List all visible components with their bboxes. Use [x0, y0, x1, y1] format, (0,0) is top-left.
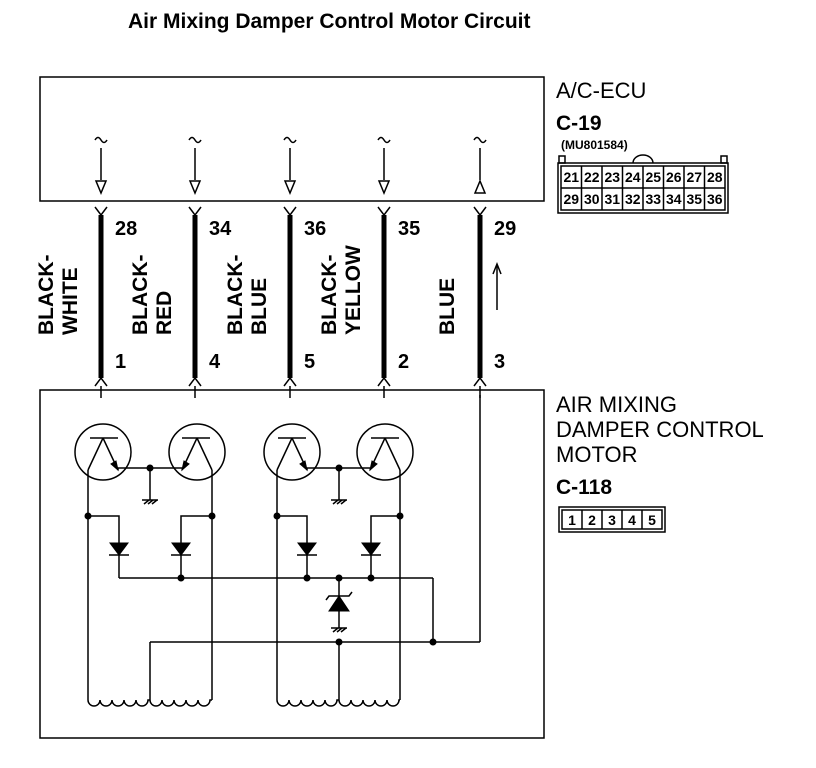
ecu-pin-number: 28: [115, 218, 137, 240]
motor-terminal: [188, 376, 202, 387]
motor-pin-number: 3: [494, 351, 505, 373]
current-direction-arrow: [492, 261, 502, 310]
motor-box: [39, 389, 545, 739]
wire-color-label: WHITE: [59, 267, 82, 335]
wire-4: 35 2 BLACK-YELLOW: [318, 136, 420, 398]
wire-color-label: BLACK-: [35, 255, 58, 335]
connector-pin-cell: 27: [686, 169, 702, 185]
ecu-terminal: [377, 206, 391, 217]
ground-icon: [142, 499, 158, 505]
motor-terminal: [94, 376, 108, 387]
diagram-title: Air Mixing Damper Control Motor Circuit: [128, 10, 531, 33]
transistor-symbol: [356, 423, 414, 481]
coil-winding: [276, 699, 339, 707]
tilde-mark: [473, 136, 487, 144]
connector-pin-cell: 34: [666, 191, 682, 207]
connector-pin-cell: 4: [628, 512, 636, 528]
output-arrow: [283, 180, 297, 195]
connector-pin-cell: 23: [604, 169, 620, 185]
connector-pin-cell: 35: [686, 191, 702, 207]
wire-color-label: YELLOW: [342, 245, 365, 335]
tilde-mark: [377, 136, 391, 144]
ecu-terminal: [94, 206, 108, 217]
connector-pin-cell: 1: [568, 512, 576, 528]
motor-pin-number: 4: [209, 351, 221, 373]
wire-color-label: BLACK-: [224, 255, 247, 335]
diode-symbol: [109, 542, 129, 556]
connector-pin-cell: 33: [645, 191, 661, 207]
ecu-terminal: [283, 206, 297, 217]
motor-name-line: AIR MIXING: [556, 392, 677, 417]
connector-pin-cell: 30: [584, 191, 600, 207]
connector-pin-cell: 24: [625, 169, 641, 185]
tilde-mark: [188, 136, 202, 144]
wire-1: 28 1 BLACK-WHITE: [35, 136, 137, 398]
ecu-pin-number: 34: [209, 218, 232, 240]
wire-harness: 281BLACK-WHITE344BLACK-RED365BLACK-BLUE3…: [35, 136, 516, 398]
connector-pin-cell: 2: [588, 512, 596, 528]
wire-2: 34 4 BLACK-RED: [129, 136, 232, 398]
motor-internal-circuit: [74, 395, 481, 707]
coil-winding: [338, 699, 400, 707]
motor-name-line: MOTOR: [556, 442, 637, 467]
wire-color-label: RED: [153, 291, 176, 335]
ground-icon: [331, 627, 347, 633]
zener-diode-symbol: [325, 591, 353, 612]
motor-terminal: [377, 376, 391, 387]
output-arrow: [188, 180, 202, 195]
input-arrow: [473, 179, 487, 194]
diode-symbol: [297, 542, 317, 556]
wire-5: 29 3 BLUE: [436, 136, 516, 398]
motor-terminal: [283, 376, 297, 387]
ecu-name: A/C-ECU: [556, 78, 646, 103]
tilde-mark: [283, 136, 297, 144]
motor-name-line: DAMPER CONTROL: [556, 417, 764, 442]
output-arrow: [377, 180, 391, 195]
transistor-symbol: [74, 423, 132, 481]
ecu-box: [39, 76, 545, 202]
connector-pin-cell: 3: [608, 512, 616, 528]
coil-winding: [87, 699, 150, 707]
motor-pin-number: 5: [304, 351, 315, 373]
coil-winding: [149, 699, 212, 707]
ground-icon: [331, 499, 347, 505]
connector-pin-cell: 28: [707, 169, 723, 185]
connector-pin-cell: 25: [645, 169, 661, 185]
ecu-terminal: [188, 206, 202, 217]
wire-3: 36 5 BLACK-BLUE: [224, 136, 326, 398]
ecu-connector-id: C-19: [556, 112, 602, 135]
ecu-pin-number: 36: [304, 218, 326, 240]
transistor-symbol: [168, 423, 226, 481]
wire-color-label: BLUE: [248, 278, 271, 335]
diode-symbol: [361, 542, 381, 556]
motor-connector-id: C-118: [556, 476, 612, 499]
connector-pin-cell: 31: [604, 191, 620, 207]
ecu-pin-number: 29: [494, 218, 516, 240]
connector-pin-cell: 32: [625, 191, 641, 207]
ecu-pin-number: 35: [398, 218, 420, 240]
tilde-mark: [94, 136, 108, 144]
connector-pin-cell: 5: [648, 512, 656, 528]
wire-color-label: BLUE: [436, 278, 459, 335]
wire-color-label: BLACK-: [318, 255, 341, 335]
connector-pin-cell: 26: [666, 169, 682, 185]
ecu-terminal: [473, 206, 487, 217]
motor-terminal: [473, 376, 487, 387]
motor-pin-number: 1: [115, 351, 126, 373]
transistor-symbol: [263, 423, 321, 481]
diode-symbol: [171, 542, 191, 556]
connector-pin-cell: 36: [707, 191, 723, 207]
ecu-part-number: (MU801584): [561, 138, 628, 152]
connector-pin-cell: 21: [563, 169, 579, 185]
wire-color-label: BLACK-: [129, 255, 152, 335]
motor-pin-number: 2: [398, 351, 409, 373]
connector-pin-cell: 22: [584, 169, 600, 185]
connector-pin-cell: 29: [563, 191, 579, 207]
output-arrow: [94, 180, 108, 195]
